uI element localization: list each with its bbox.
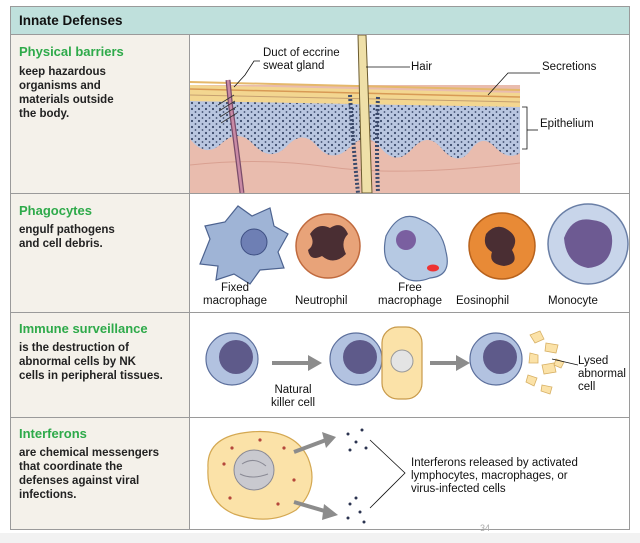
leader-line xyxy=(369,439,406,509)
row-divider xyxy=(11,312,629,313)
bottom-strip xyxy=(0,533,640,543)
secretions-layer xyxy=(190,81,521,91)
row-divider xyxy=(11,193,629,194)
row-divider xyxy=(11,417,629,418)
desc-line: organisms and xyxy=(19,80,101,92)
label-line: Lysed xyxy=(578,355,609,367)
eosinophil-nucleus xyxy=(484,226,516,266)
label-line: lymphocytes, macrophages, or xyxy=(411,470,568,482)
label-line: Fixed xyxy=(220,282,250,294)
arrow-icon xyxy=(293,500,329,514)
table-title: Innate Defenses xyxy=(19,13,123,28)
label-duct: Duct of eccrine sweat gland xyxy=(263,47,340,73)
immune-surveillance-illustration xyxy=(205,326,579,400)
description-column xyxy=(11,35,190,529)
row-title-phagocytes: Phagocytes xyxy=(19,203,92,218)
label-free-macrophage: Free macrophage xyxy=(371,282,449,308)
label-line: virus-infected cells xyxy=(411,483,506,495)
row-desc-immune-surveillance: is the destruction of abnormal cells by … xyxy=(19,341,187,383)
row-desc-phagocytes: engulf pathogens and cell debris. xyxy=(19,223,187,251)
label-line: killer cell xyxy=(270,397,316,409)
label-monocyte: Monocyte xyxy=(548,295,598,307)
row-desc-physical-barriers: keep hazardous organisms and materials o… xyxy=(19,65,187,121)
desc-line: materials outside xyxy=(19,94,114,106)
leader-line xyxy=(551,358,579,366)
interferon-dots-inside xyxy=(222,438,296,506)
arrow-icon xyxy=(430,355,470,371)
label-neutrophil: Neutrophil xyxy=(295,295,348,307)
label-line: sweat gland xyxy=(263,60,325,72)
label-line: abnormal xyxy=(578,368,626,380)
row-title-immune-surveillance: Immune surveillance xyxy=(19,321,148,336)
row-title-physical-barriers: Physical barriers xyxy=(19,44,124,59)
hair-shaft xyxy=(357,35,373,193)
label-line: Duct of eccrine xyxy=(263,47,340,59)
label-line: cell xyxy=(578,381,596,393)
label-line: Interferons released by activated xyxy=(411,457,578,469)
nk-cell-nucleus xyxy=(343,340,377,374)
page-number: 34 xyxy=(480,523,491,533)
arrow-icon xyxy=(293,438,327,454)
skin-cross-section xyxy=(190,35,540,193)
label-line: macrophage xyxy=(378,295,442,307)
interferons-illustration xyxy=(207,428,406,524)
label-epithelium: Epithelium xyxy=(540,118,594,130)
label-line: Free xyxy=(398,282,422,294)
label-secretions: Secretions xyxy=(542,61,597,73)
innate-defenses-table: Innate Defenses Physical barriers keep h… xyxy=(10,6,630,530)
label-hair: Hair xyxy=(411,61,433,73)
monocyte-nucleus xyxy=(564,219,613,268)
desc-line: is the destruction of xyxy=(19,342,129,354)
desc-line: that coordinate the xyxy=(19,461,123,473)
desc-line: engulf pathogens xyxy=(19,224,115,236)
row-desc-interferons: are chemical messengers that coordinate … xyxy=(19,446,187,502)
desc-line: the body. xyxy=(19,108,70,120)
label-lysed-cell: Lysed abnormal cell xyxy=(578,355,626,394)
engulfed-particle xyxy=(427,264,439,272)
abnormal-cell-nucleus xyxy=(390,349,414,373)
released-interferons xyxy=(346,428,368,524)
nk-cell-nucleus xyxy=(483,340,517,374)
nk-cell-nucleus xyxy=(219,340,253,374)
label-eosinophil: Eosinophil xyxy=(456,295,510,307)
infected-cell-nucleus xyxy=(233,449,275,491)
neutrophil-nucleus xyxy=(308,225,348,261)
desc-line: keep hazardous xyxy=(19,66,106,78)
label-line: macrophage xyxy=(203,295,267,307)
label-fixed-macrophage: Fixed macrophage xyxy=(197,282,273,308)
arrow-icon xyxy=(272,355,322,371)
free-macrophage-icon xyxy=(383,215,448,282)
lysed-cell-fragments xyxy=(525,330,565,395)
label-interferons-released: Interferons released by activated lympho… xyxy=(411,457,578,496)
fixed-macrophage-nucleus xyxy=(240,228,268,256)
desc-line: cells in peripheral tissues. xyxy=(19,370,163,382)
table-header: Innate Defenses xyxy=(11,7,629,35)
label-nk-cell: Natural killer cell xyxy=(251,384,335,410)
desc-line: abnormal cells by NK xyxy=(19,356,136,368)
desc-line: infections. xyxy=(19,489,77,501)
desc-line: defenses against viral xyxy=(19,475,140,487)
label-line: Natural xyxy=(274,384,312,396)
phagocytes-illustration xyxy=(199,203,629,285)
desc-line: and cell debris. xyxy=(19,238,103,250)
free-macrophage-nucleus xyxy=(396,230,416,250)
row-title-interferons: Interferons xyxy=(19,426,87,441)
desc-line: are chemical messengers xyxy=(19,447,160,459)
